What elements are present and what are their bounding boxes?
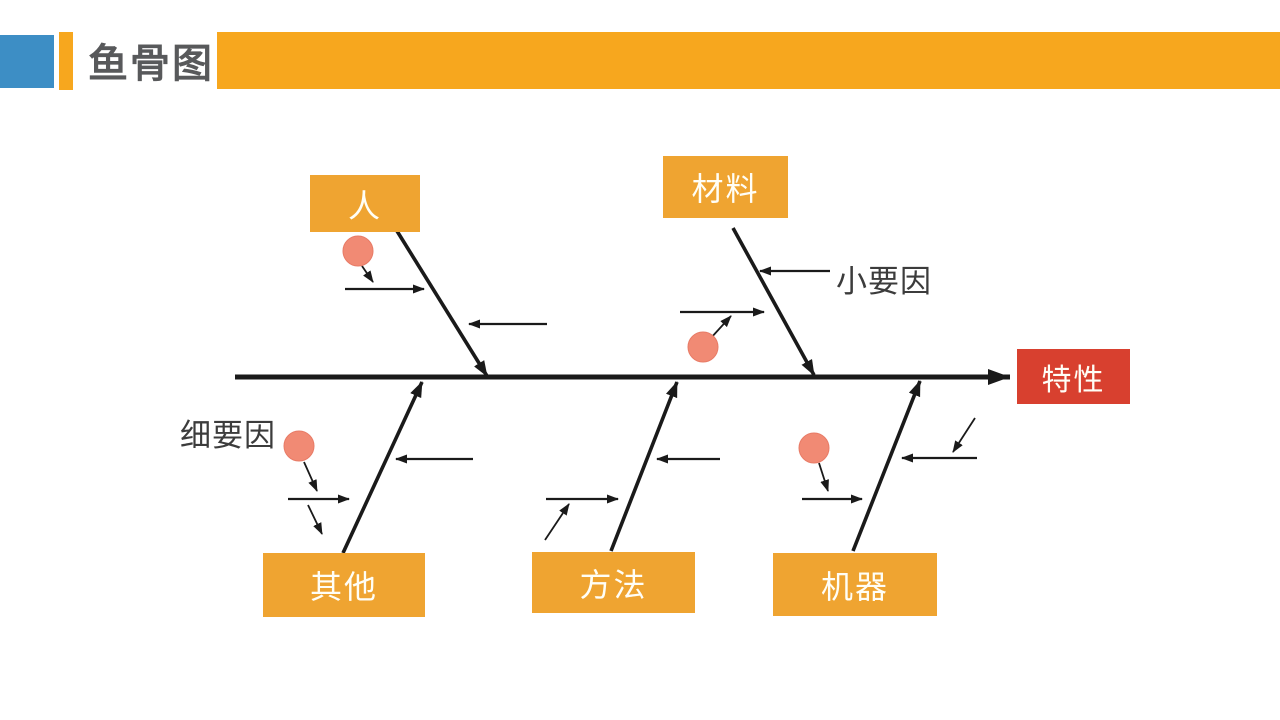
annotation-minor-cause: 小要因 xyxy=(836,264,932,299)
category-label-other: 其他 xyxy=(309,569,378,605)
mini-arrow-method xyxy=(544,503,570,541)
cause-dot-material xyxy=(687,331,719,363)
cause-dot-person xyxy=(342,235,374,267)
category-box-method: 方法 xyxy=(532,552,695,613)
category-label-machine: 机器 xyxy=(820,568,889,605)
bone-machine xyxy=(851,380,922,552)
category-box-material: 材料 xyxy=(663,156,788,218)
mini-arrow-other-1 xyxy=(303,461,318,492)
mini-arrow-machine-2 xyxy=(818,462,829,492)
mini-arrow-person xyxy=(361,265,374,283)
bone-person xyxy=(395,230,489,377)
category-label-person: 人 xyxy=(347,187,382,224)
mini-arrow-material xyxy=(709,315,732,340)
category-box-person: 人 xyxy=(310,175,420,232)
header-orange-bar xyxy=(217,32,1280,89)
effect-box: 特性 xyxy=(1017,349,1130,404)
cause-dot-other xyxy=(283,430,315,462)
bone-other xyxy=(341,381,424,554)
bone-material xyxy=(731,227,816,376)
annotation-fine-cause: 细要因 xyxy=(180,418,276,453)
category-label-material: 材料 xyxy=(691,171,760,207)
category-box-other: 其他 xyxy=(263,553,425,617)
mini-arrow-machine-1 xyxy=(952,417,976,453)
category-box-machine: 机器 xyxy=(773,553,937,616)
cause-dot-machine xyxy=(798,432,830,464)
header-accent-bar xyxy=(59,32,73,90)
page-title: 鱼骨图 xyxy=(88,42,214,86)
effect-label: 特性 xyxy=(1041,363,1106,397)
mini-arrow-other-2 xyxy=(307,504,323,535)
category-label-method: 方法 xyxy=(579,566,648,603)
header-blue-square xyxy=(0,35,54,88)
bone-method xyxy=(609,381,679,552)
